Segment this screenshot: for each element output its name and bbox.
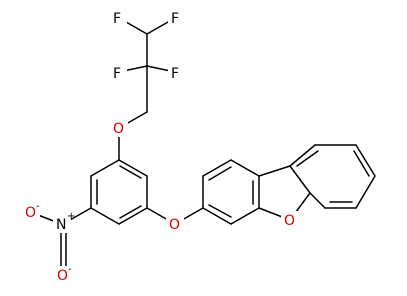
bond-dbf-left-b — [202, 159, 232, 177]
bond-ring1-a — [118, 159, 148, 177]
charge-nitro-bottom-minus: - — [68, 264, 72, 275]
atom-nitrogen-nitro: N — [56, 217, 66, 233]
bond-dbf-right-d — [355, 175, 376, 209]
bond-dbf-left-inner-c — [208, 204, 232, 218]
atom-oxygen-ether-mid: O — [169, 217, 180, 233]
bond-furan-a — [258, 165, 291, 177]
atom-oxygen-ether-top: O — [113, 121, 124, 137]
bond-dbf-right-a — [289, 144, 316, 167]
charge-nitro-left-minus: - — [36, 201, 40, 212]
atom-oxygen-furan: O — [284, 213, 295, 229]
bond-dbf-right-c — [355, 144, 376, 177]
atom-oxygen-nitro-bottom: O — [57, 268, 68, 284]
bond-ring1-f — [90, 159, 120, 177]
bond-dbf-right-inner-b — [353, 150, 370, 177]
atom-oxygen-nitro-left: O — [25, 205, 36, 221]
bond-dbf-left-inner-a — [208, 166, 232, 181]
bond-ring1-d — [90, 207, 120, 225]
bond-dbf-right-f — [309, 192, 326, 209]
bond-ring1-inner-a — [119, 165, 142, 179]
bond-dbf-left-e — [230, 207, 260, 225]
bond-dbf-left-f — [202, 207, 232, 225]
bond-dbf-left-c — [230, 159, 260, 177]
bond-ring1-c — [118, 207, 148, 225]
atom-fluorine-top-right: F — [171, 11, 179, 27]
atom-fluorine-mid-left: F — [113, 66, 121, 82]
charge-nitro-plus: + — [67, 211, 75, 222]
bond-ring1-inner-b — [119, 205, 142, 219]
bond-furan-b — [289, 165, 311, 194]
atom-fluorine-mid-right: F — [171, 66, 179, 82]
atom-fluorine-top-left: F — [113, 11, 121, 27]
bond-dbf-right-inner-a — [296, 150, 319, 167]
